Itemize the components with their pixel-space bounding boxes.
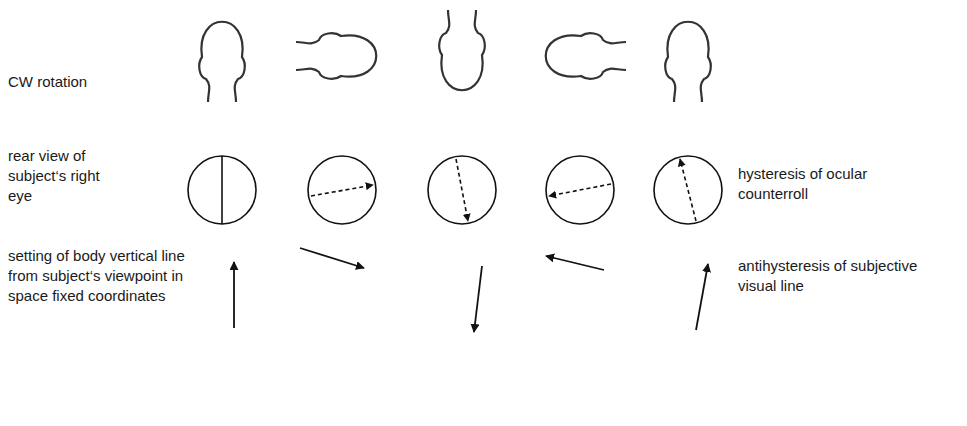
side-note: hysteresis of ocular counterroll xyxy=(738,164,938,204)
eye-circle xyxy=(188,156,722,224)
side-note: antihysteresis of subjective visual line xyxy=(738,256,938,296)
setting-arrow xyxy=(234,248,708,332)
row-label: rear view of subject‘s right eye xyxy=(8,146,126,206)
head-outline xyxy=(199,10,711,102)
eye-meridian xyxy=(222,156,696,224)
row-label: setting of body vertical line from subje… xyxy=(8,246,213,306)
row-label: CW rotation xyxy=(8,72,148,92)
